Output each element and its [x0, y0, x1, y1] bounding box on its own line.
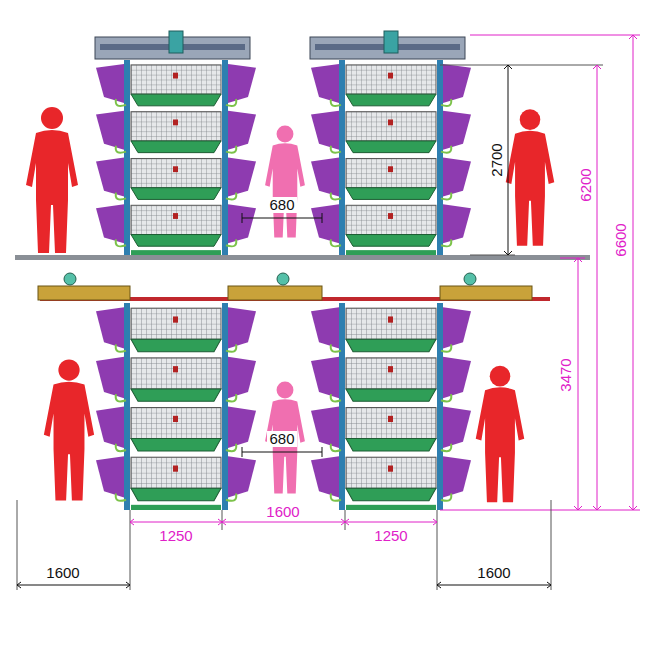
dimension-label: 1600 — [264, 504, 301, 520]
dimension-label: 3470 — [558, 356, 574, 393]
dimension-label: 6200 — [578, 166, 594, 203]
dimension-label: 2700 — [489, 141, 505, 178]
person — [26, 107, 554, 502]
dimension-label: 1600 — [475, 565, 512, 581]
cage-tier — [96, 60, 256, 255]
dimension-label: 1250 — [372, 528, 409, 544]
walkway — [15, 255, 590, 260]
dimension-label: 1250 — [157, 528, 194, 544]
cage-tier — [311, 303, 471, 510]
dimension-label: 680 — [267, 197, 296, 213]
dimension-label: 680 — [267, 431, 296, 447]
dimension-lines — [17, 35, 640, 590]
cage-tier — [96, 303, 256, 510]
top-frame — [95, 31, 465, 59]
dimension-label: 6600 — [613, 221, 629, 258]
cage-tier — [311, 60, 471, 255]
dimension-label: 1600 — [44, 565, 81, 581]
feed-cart — [38, 273, 550, 301]
